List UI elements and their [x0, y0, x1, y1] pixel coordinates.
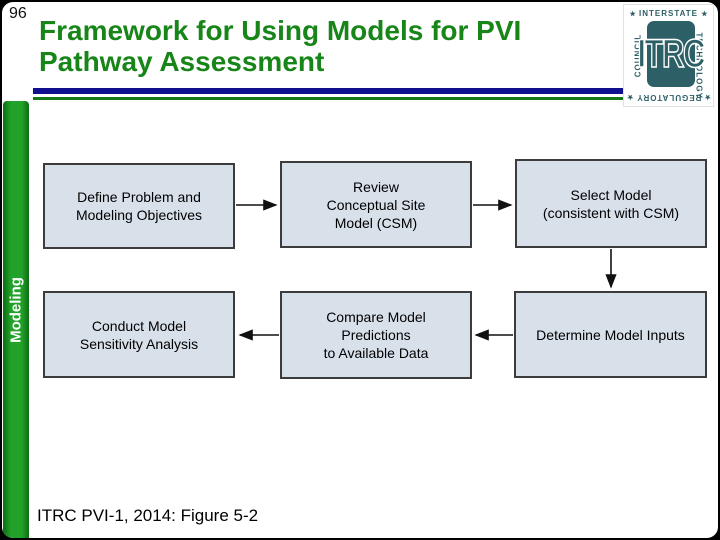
- itrc-logo: ★ INTERSTATE ★ COUNCIL TECHNOLOGY ★ REGU…: [623, 4, 714, 107]
- sidebar-label: Modeling: [7, 277, 25, 343]
- flowchart-box-compare-predictions: Compare Model Predictions to Available D…: [280, 291, 472, 379]
- flowchart-box-select-model: Select Model (consistent with CSM): [515, 159, 707, 248]
- slide-title: Framework for Using Models for PVI Pathw…: [39, 15, 522, 77]
- flowchart-box-define-problem: Define Problem and Modeling Objectives: [43, 163, 235, 249]
- logo-acronym-badge: ITRC: [637, 21, 706, 87]
- footer-citation: ITRC PVI-1, 2014: Figure 5-2: [37, 506, 259, 525]
- logo-word-bottom: ★ REGULATORY ★: [626, 93, 711, 102]
- sidebar-modeling-bar: Modeling: [3, 101, 29, 538]
- title-divider-blue: [33, 88, 625, 94]
- slide-number: 96: [9, 5, 27, 22]
- flowchart-box-conduct-sensitivity: Conduct Model Sensitivity Analysis: [43, 291, 235, 378]
- star-icon: ★: [704, 93, 711, 100]
- star-icon: ★: [626, 93, 633, 100]
- logo-acronym: ITRC: [637, 31, 706, 77]
- star-icon: ★: [629, 11, 636, 18]
- star-icon: ★: [701, 11, 708, 18]
- title-divider-green: [33, 97, 625, 100]
- flowchart-box-review-csm: Review Conceptual Site Model (CSM): [280, 161, 472, 248]
- logo-word-top: ★ INTERSTATE ★: [629, 9, 708, 18]
- flowchart-box-determine-inputs: Determine Model Inputs: [514, 291, 707, 378]
